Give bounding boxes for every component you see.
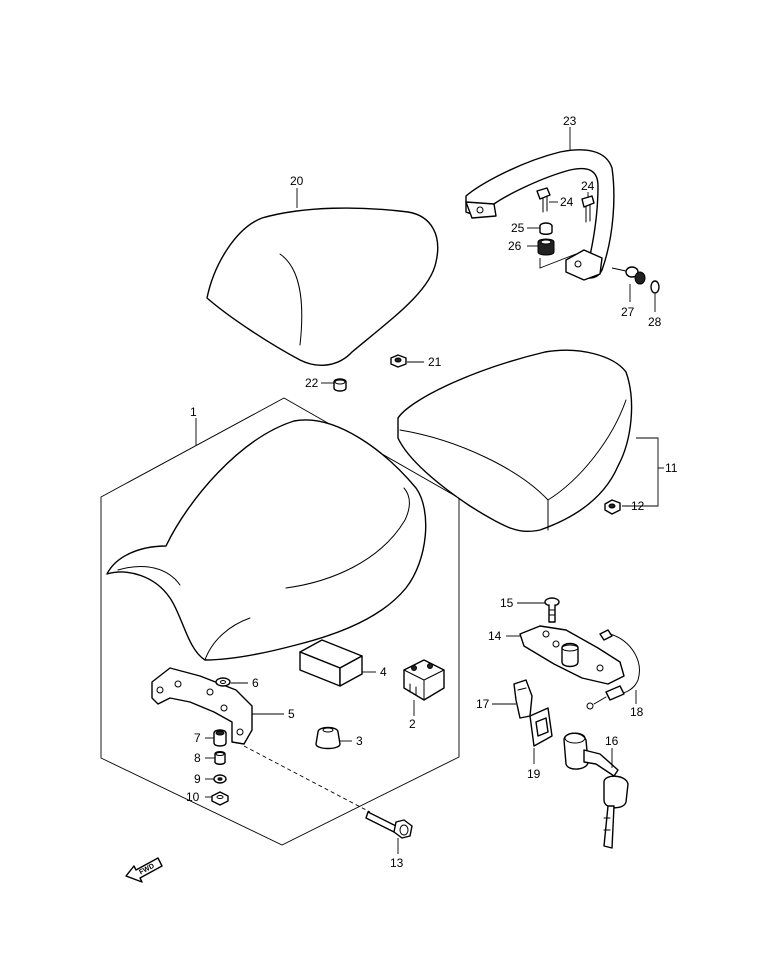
- spacer-8: [214, 751, 226, 765]
- bolt-24a: [536, 187, 551, 213]
- callout-13: 13: [390, 856, 404, 870]
- callout-12: 12: [631, 499, 645, 513]
- handle-mount-lead: [539, 253, 577, 269]
- callout-2: 2: [409, 717, 416, 731]
- nut-10: [211, 791, 229, 806]
- callout-5: 5: [288, 707, 295, 721]
- collar-7: [213, 729, 227, 747]
- callout-21: 21: [428, 355, 442, 369]
- seat-assembly-box: [100, 397, 460, 846]
- nut-12: [604, 499, 621, 515]
- cushion-26: [537, 238, 555, 256]
- clip-17: [513, 679, 533, 719]
- callout-26: 26: [508, 239, 522, 253]
- washer-6: [215, 677, 231, 687]
- grommet-27: [611, 266, 646, 285]
- bolt-24b: [581, 195, 595, 223]
- callout-7: 7: [194, 731, 201, 745]
- callout-10: 10: [186, 790, 200, 804]
- callout-11: 11: [665, 461, 678, 475]
- callout-28: 28: [648, 315, 662, 329]
- callout-17: 17: [476, 697, 490, 711]
- cushion-22: [333, 378, 347, 392]
- lead-11: [622, 437, 659, 507]
- fwd-arrow-icon: FWD: [125, 857, 163, 883]
- bolt-axis-13: [243, 745, 371, 813]
- collar-25: [539, 222, 553, 235]
- rear-seat: [397, 349, 633, 533]
- front-seat: [106, 419, 427, 661]
- lock-set-16: [563, 732, 629, 849]
- callout-16: 16: [605, 734, 619, 748]
- callout-1: 1: [190, 405, 197, 419]
- callout-14: 14: [488, 629, 502, 643]
- callout-24a: 24: [560, 195, 574, 209]
- holder-plate-19: [529, 707, 553, 747]
- pillion-seat-cover: [206, 207, 439, 366]
- seat-lock-cable-18: [586, 629, 640, 710]
- screw-15: [544, 597, 560, 623]
- cushion-3: [315, 726, 341, 750]
- callout-27: 27: [621, 305, 635, 319]
- washer-9: [213, 774, 227, 784]
- callout-15: 15: [500, 596, 514, 610]
- callout-19: 19: [527, 767, 541, 781]
- holder-2: [403, 659, 445, 701]
- bolt-13: [365, 811, 413, 839]
- callout-22: 22: [305, 376, 319, 390]
- bracket-5: [151, 667, 253, 745]
- callout-25: 25: [511, 221, 525, 235]
- callout-18: 18: [630, 705, 644, 719]
- callout-9: 9: [194, 772, 201, 786]
- callout-4: 4: [380, 665, 387, 679]
- grab-handle: [465, 149, 615, 281]
- callout-8: 8: [194, 751, 201, 765]
- callout-6: 6: [252, 676, 259, 690]
- cap-28: [650, 280, 660, 294]
- callout-24b: 24: [581, 179, 595, 193]
- block-4: [299, 639, 363, 687]
- callout-3: 3: [356, 734, 363, 748]
- callout-23: 23: [563, 114, 577, 128]
- callout-20: 20: [290, 174, 304, 188]
- lock-plate-14: [519, 625, 625, 685]
- nut-21: [390, 354, 407, 368]
